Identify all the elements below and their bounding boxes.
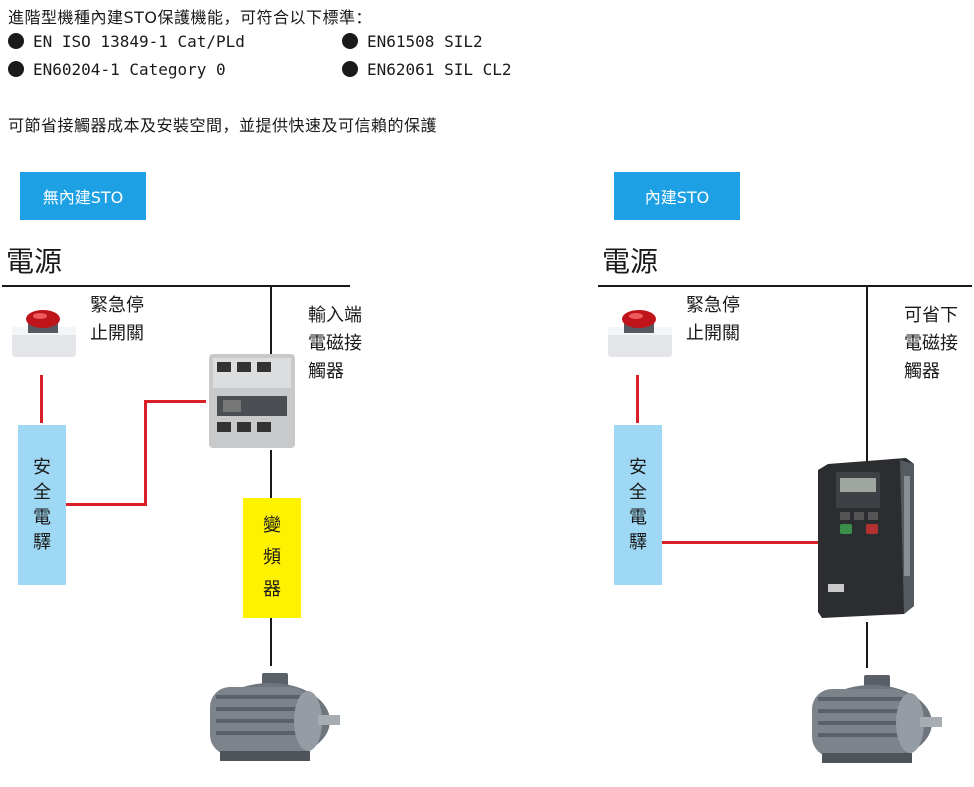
standard-item: EN60204-1 Category 0 (8, 60, 226, 79)
standard-item: EN61508 SIL2 (342, 32, 483, 51)
wire-power-to-vfd (866, 285, 868, 463)
motor-icon (812, 675, 942, 763)
emergency-stop-icon (608, 310, 672, 357)
wire-estop-to-relay (636, 375, 639, 423)
wire-relay-to-vfd (662, 541, 822, 544)
wire-relay-to-contactor (144, 400, 147, 506)
power-bus-line (2, 285, 350, 287)
safety-relay-box: 安 全 電 驛 (614, 425, 662, 585)
power-label: 電源 (602, 245, 659, 278)
tag-without-sto: 無內建STO (20, 172, 146, 220)
bullet-icon (8, 33, 24, 49)
standard-item: EN ISO 13849-1 Cat/PLd (8, 32, 245, 51)
benefit-text: 可節省接觸器成本及安裝空間，並提供快速及可信賴的保護 (8, 116, 438, 135)
motor-icon (210, 673, 340, 761)
wire-estop-to-relay (40, 375, 43, 423)
contactor-icon (209, 354, 295, 448)
wire-contactor-to-vfd (270, 450, 272, 498)
wire-vfd-to-motor (270, 616, 272, 666)
intro-title: 進階型機種內建STO保護機能，可符合以下標準： (8, 8, 373, 27)
wire-vfd-to-motor (866, 622, 868, 668)
power-label: 電源 (6, 245, 63, 278)
power-bus-line (598, 285, 972, 287)
inverter-box: 變 頻 器 (243, 498, 301, 618)
saved-contactor-label: 可省下 電磁接 觸器 (904, 305, 958, 382)
inverter-icon (818, 458, 914, 618)
tag-with-sto: 內建STO (614, 172, 740, 220)
wire-relay-to-contactor (66, 503, 146, 506)
safety-relay-box: 安 全 電 驛 (18, 425, 66, 585)
bullet-icon (8, 61, 24, 77)
emergency-stop-icon (12, 310, 76, 357)
contactor-label: 輸入端 電磁接 觸器 (308, 305, 362, 382)
bullet-icon (342, 33, 358, 49)
estop-label: 緊急停 止開關 (90, 295, 144, 344)
estop-label: 緊急停 止開關 (686, 295, 740, 344)
standard-item: EN62061 SIL CL2 (342, 60, 512, 79)
wire-relay-to-contactor (144, 400, 206, 403)
bullet-icon (342, 61, 358, 77)
wire-power-to-contactor (270, 285, 272, 361)
